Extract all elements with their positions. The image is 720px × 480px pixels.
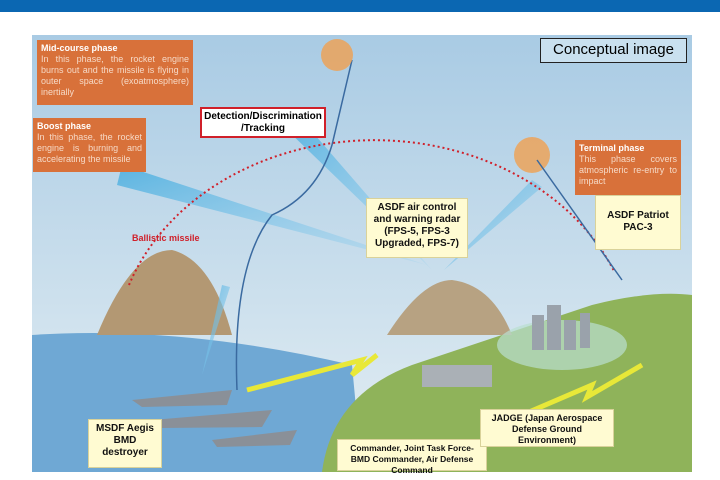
interceptor-trajectory [235,59,353,391]
mid-course-text: In this phase, the rocket engine burns o… [41,54,189,97]
radar-hill [387,280,512,335]
boost-text: In this phase, the rocket engine is burn… [37,132,142,164]
terminal-text: This phase covers atmospheric re-entry t… [579,154,677,186]
commander-label: Commander, Joint Task Force-BMD Commande… [337,439,487,475]
diagram-scene: Mid-course phase In this phase, the rock… [32,35,692,475]
patriot-label: ASDF Patriot PAC-3 [595,195,681,250]
boost-phase-box: Boost phase In this phase, the rocket en… [33,118,146,172]
aegis-label: MSDF Aegis BMD destroyer [88,419,162,468]
boost-title: Boost phase [37,121,92,131]
city [497,320,627,370]
ballistic-missile-label: Ballistic missile [132,233,200,243]
radar-label: ASDF air control and warning radar (FPS-… [366,198,468,258]
intercept-explosion [321,39,353,71]
conceptual-image-badge: Conceptual image [540,38,687,63]
left-hill [97,250,232,335]
jadge-label: JADGE (Japan Aerospace Defense Ground En… [480,409,614,447]
terminal-phase-box: Terminal phase This phase covers atmosph… [575,140,681,195]
intercept-explosion [514,137,550,173]
mid-course-phase-box: Mid-course phase In this phase, the rock… [37,40,193,105]
detection-label: Detection/Discrimination /Tracking [200,107,326,138]
header-bar [0,0,720,12]
terminal-title: Terminal phase [579,143,645,153]
mid-course-title: Mid-course phase [41,43,118,53]
